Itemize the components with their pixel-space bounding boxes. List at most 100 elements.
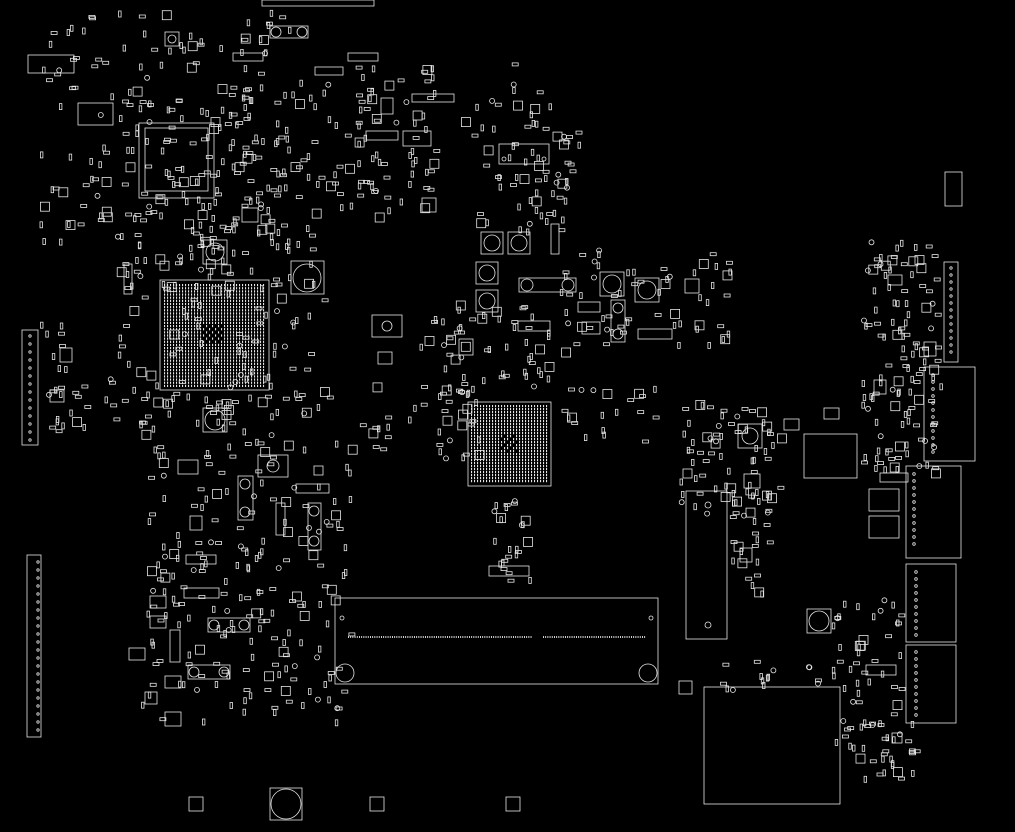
bga-ball xyxy=(230,350,232,353)
smd-resistor xyxy=(225,401,230,409)
bga-ball xyxy=(519,405,521,408)
bga-ball xyxy=(248,302,250,306)
bga-ball xyxy=(200,284,202,287)
connector-pin xyxy=(914,713,918,717)
bga-ball xyxy=(263,365,265,369)
smd-capacitor xyxy=(74,394,82,399)
smd-resistor xyxy=(768,493,772,501)
bga-ball xyxy=(471,480,473,483)
test-point xyxy=(257,205,264,212)
bga-ball xyxy=(471,432,473,435)
smd-capacitor xyxy=(212,244,220,249)
bga-ball xyxy=(257,337,259,340)
bga-ball xyxy=(486,441,488,444)
bga-ball xyxy=(170,356,172,359)
bga-ball xyxy=(537,411,539,414)
bga-ball xyxy=(251,362,253,365)
bga-ball xyxy=(519,417,521,420)
bga-ball xyxy=(173,328,175,331)
smd-capacitor xyxy=(300,158,308,163)
bga-ball xyxy=(239,362,241,365)
slot-contact xyxy=(464,636,466,638)
smd-capacitor xyxy=(58,331,65,336)
smd-resistor xyxy=(724,482,728,490)
slot-contact xyxy=(554,636,555,638)
smd-resistor xyxy=(872,287,877,295)
bga-ball xyxy=(194,293,196,296)
bga-ball xyxy=(179,343,181,347)
bga-ball xyxy=(167,315,169,318)
smd-capacitor xyxy=(309,233,316,238)
bga-ball xyxy=(197,381,199,384)
smd-ic xyxy=(474,449,485,460)
bga-ball xyxy=(257,381,259,384)
bga-ball xyxy=(248,353,250,356)
connector-pin xyxy=(36,632,40,636)
bga-ball xyxy=(239,375,241,378)
connector-pin xyxy=(914,591,918,595)
bga-ball xyxy=(170,312,172,315)
bga-ball xyxy=(200,306,202,309)
smd-capacitor xyxy=(431,319,439,324)
component xyxy=(541,156,547,162)
bga-ball xyxy=(263,328,265,331)
bga-ball xyxy=(534,411,536,414)
smd-capacitor xyxy=(282,653,290,658)
smd-capacitor xyxy=(304,367,312,372)
connector xyxy=(498,143,550,165)
test-point xyxy=(889,386,896,393)
connector-pin xyxy=(36,680,40,684)
smd-resistor xyxy=(269,382,273,390)
smd-capacitor xyxy=(244,442,252,446)
bga-ball xyxy=(522,456,524,459)
bga-ball xyxy=(251,372,253,375)
bga-ball xyxy=(519,477,521,480)
smd-capacitor xyxy=(556,195,564,200)
bga-ball xyxy=(173,343,175,347)
slot-contact xyxy=(582,636,584,638)
smd-ic xyxy=(372,382,383,393)
smd-resistor xyxy=(370,183,374,191)
bga-ball xyxy=(170,362,172,365)
slot-contact xyxy=(350,636,352,638)
connector-pin xyxy=(949,280,953,284)
bga-ball xyxy=(483,477,485,480)
smd-capacitor xyxy=(59,344,66,348)
bga-ball xyxy=(254,309,256,312)
bga-ball xyxy=(513,405,515,408)
smd-capacitor xyxy=(255,469,263,474)
smd-capacitor xyxy=(741,406,749,411)
smd-resistor xyxy=(288,26,292,34)
bga-ball xyxy=(206,293,208,296)
smd-capacitor xyxy=(913,749,921,754)
smd-capacitor xyxy=(235,331,243,336)
smd-resistor xyxy=(266,206,270,214)
bga-ball xyxy=(537,417,539,420)
bga-ball xyxy=(534,432,536,435)
bga-ball xyxy=(495,453,497,456)
component xyxy=(177,459,199,475)
smd-capacitor xyxy=(49,389,57,394)
smd-capacitor xyxy=(138,14,146,19)
bga-ball xyxy=(477,477,479,480)
bga-ball xyxy=(263,353,265,356)
bga-ball xyxy=(185,375,187,378)
smd-capacitor xyxy=(145,211,153,215)
bga-ball xyxy=(510,468,512,471)
smd-resistor xyxy=(711,282,715,289)
slot-contact xyxy=(438,636,440,638)
smd-resistor xyxy=(530,313,534,321)
bga-ball xyxy=(510,411,512,414)
bga-ball xyxy=(501,435,503,438)
bga-ball xyxy=(164,309,166,312)
bga-ball xyxy=(251,321,253,324)
bga-ball xyxy=(203,381,205,384)
connector-pin xyxy=(36,616,40,620)
bga-ball xyxy=(471,420,473,423)
bga-ball xyxy=(263,306,265,309)
bga-ball xyxy=(164,359,166,362)
smd-ic xyxy=(420,203,431,214)
bga-ball xyxy=(501,450,503,453)
bga-ball xyxy=(543,459,545,462)
bga-ball xyxy=(191,296,193,299)
